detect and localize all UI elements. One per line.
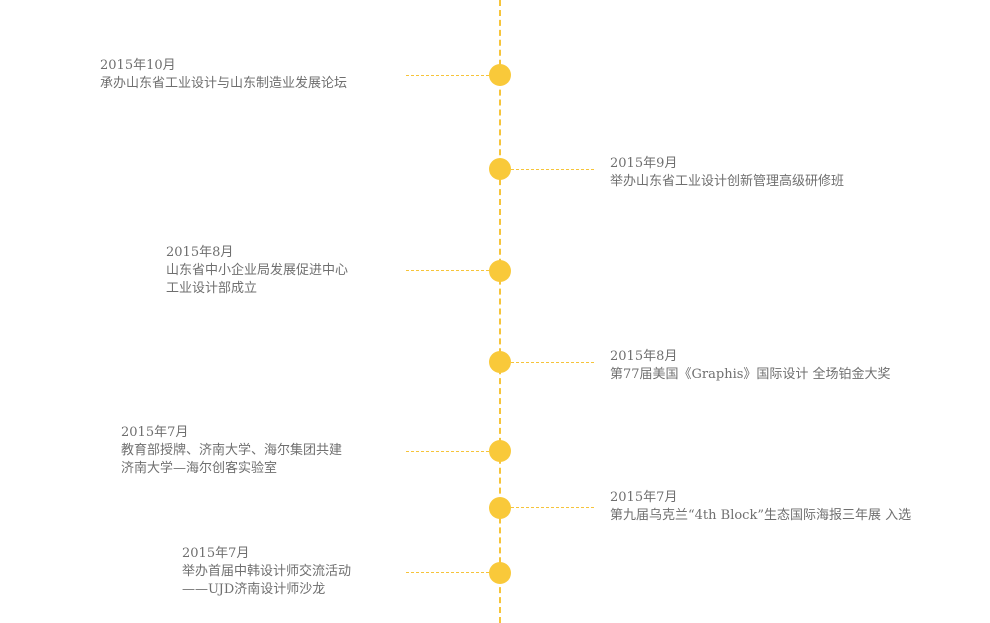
event-date: 2015年8月: [166, 245, 234, 260]
event-date: 2015年7月: [182, 546, 250, 561]
timeline-event: 2015年9月 举办山东省工业设计创新管理高级研修班: [610, 155, 844, 191]
timeline-event: 2015年7月 第九届乌克兰“4th Block”生态国际海报三年展 入选: [610, 489, 911, 525]
event-description: 山东省中小企业局发展促进中心: [166, 263, 349, 278]
event-date: 2015年7月: [610, 490, 678, 505]
timeline-event: 2015年8月 山东省中小企业局发展促进中心 工业设计部成立: [166, 244, 348, 298]
timeline-event: 2015年10月 承办山东省工业设计与山东制造业发展论坛: [100, 57, 347, 93]
timeline-connector: [406, 270, 489, 271]
event-date: 2015年7月: [121, 425, 189, 440]
event-date: 2015年10月: [100, 58, 176, 73]
event-description: 承办山东省工业设计与山东制造业发展论坛: [100, 76, 348, 91]
event-date: 2015年9月: [610, 156, 678, 171]
event-date: 2015年8月: [610, 349, 678, 364]
timeline-connector: [406, 572, 489, 573]
event-description: ——UJD济南设计师沙龙: [182, 582, 326, 597]
timeline-axis: [499, 0, 501, 623]
event-description: 工业设计部成立: [166, 281, 258, 296]
timeline-dot: [489, 497, 511, 519]
timeline-connector: [511, 507, 594, 508]
timeline-dot: [489, 562, 511, 584]
timeline-dot: [489, 260, 511, 282]
timeline-event: 2015年7月 教育部授牌、济南大学、海尔集团共建 济南大学—海尔创客实验室: [121, 424, 342, 478]
event-description: 济南大学—海尔创客实验室: [121, 461, 278, 476]
timeline-connector: [406, 75, 489, 76]
timeline-dot: [489, 351, 511, 373]
timeline-event: 2015年8月 第77届美国《Graphis》国际设计 全场铂金大奖: [610, 348, 891, 384]
event-description: 举办首届中韩设计师交流活动: [182, 564, 352, 579]
event-description: 教育部授牌、济南大学、海尔集团共建: [121, 443, 343, 458]
event-description: 举办山东省工业设计创新管理高级研修班: [610, 174, 845, 189]
event-description: 第77届美国《Graphis》国际设计 全场铂金大奖: [610, 367, 891, 382]
timeline-event: 2015年7月 举办首届中韩设计师交流活动 ——UJD济南设计师沙龙: [182, 545, 351, 599]
timeline-connector: [511, 362, 594, 363]
timeline-dot: [489, 440, 511, 462]
timeline-connector: [406, 451, 489, 452]
event-description: 第九届乌克兰“4th Block”生态国际海报三年展 入选: [610, 508, 912, 523]
timeline-connector: [511, 169, 594, 170]
timeline-dot: [489, 64, 511, 86]
timeline-dot: [489, 158, 511, 180]
